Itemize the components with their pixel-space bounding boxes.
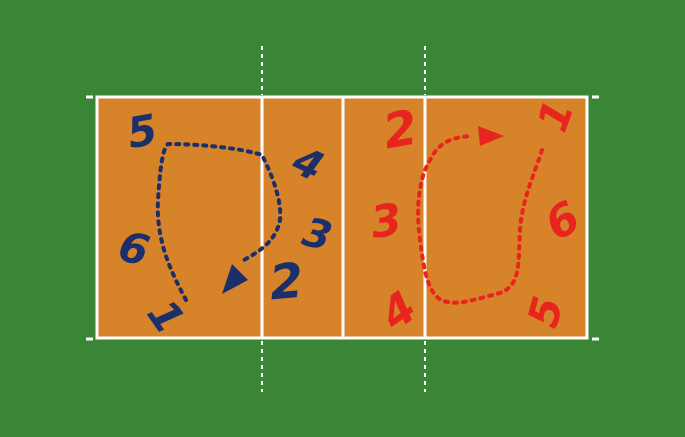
team-a-arrowhead-icon [222,264,248,294]
team-b-arrowhead-icon [478,126,504,146]
team-b-rotation-path [416,134,544,305]
team-a-player-2: 2 [267,253,305,312]
team-a-rotation-path [155,141,283,302]
team-b-player-3: 3 [367,194,404,249]
